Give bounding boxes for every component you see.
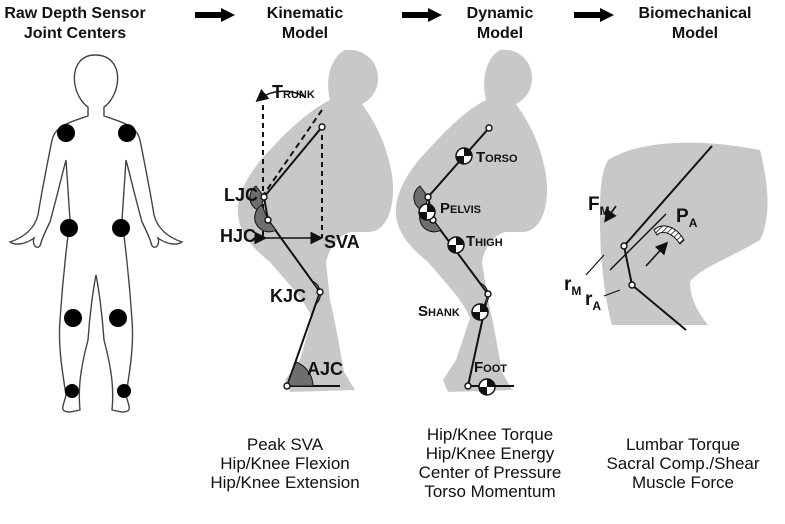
trunk-label: TRUNK <box>272 82 315 102</box>
kinematic-outputs: Peak SVA Hip/Knee Flexion Hip/Knee Exten… <box>200 435 370 492</box>
joint-center-knee-left <box>64 309 82 327</box>
joint-center-hip-left <box>60 219 78 237</box>
shank-com-icon <box>471 303 489 321</box>
ajc-angle <box>286 361 314 387</box>
muscle-line-of-action <box>609 213 667 271</box>
flow-arrow-icon <box>402 8 442 22</box>
dynamic-outputs: Hip/Knee Torque Hip/Knee Energy Center o… <box>400 425 580 501</box>
header-line: Model <box>476 25 524 42</box>
output-item: Peak SVA <box>246 435 324 454</box>
output-item: Hip/Knee Torque <box>426 425 554 444</box>
abdominal-pressure-label: PA <box>676 206 698 230</box>
biomechanical-outputs: Lumbar Torque Sacral Comp./Shear Muscle … <box>598 435 768 492</box>
output-item: Torso Momentum <box>424 482 556 501</box>
output-item: Lumbar Torque <box>625 435 741 454</box>
trunk-rotation-arrow <box>255 88 306 103</box>
sacrum-segment-line <box>623 245 633 286</box>
body-outline-figure <box>8 54 184 413</box>
header-line: Kinematic <box>266 5 344 22</box>
abdominal-pressure-hatch <box>653 225 685 245</box>
hjc-label: HJC <box>220 226 256 246</box>
dynamic-silhouette <box>395 49 548 392</box>
shank-label: SHANK <box>418 303 460 320</box>
joint-center-shoulder-left <box>57 124 75 142</box>
center-of-mass-markers <box>418 147 496 396</box>
ajc-label: AJC <box>307 359 343 379</box>
muscle-force-arrow <box>604 205 617 223</box>
output-item: Center of Pressure <box>418 463 562 482</box>
joint-center-ankle-left <box>65 384 79 398</box>
trunk-reference-dashed-line <box>261 109 323 198</box>
moment-arm-rm-line <box>585 254 605 276</box>
moment-arm-ra-label: rA <box>585 289 601 313</box>
thigh-com-icon <box>447 236 465 254</box>
joint-center-markers <box>57 124 136 398</box>
output-item: Hip/Knee Extension <box>210 473 360 492</box>
header-line: Joint Centers <box>23 25 127 42</box>
output-item: Hip/Knee Flexion <box>220 454 350 473</box>
spine-segment-line <box>623 145 713 247</box>
output-item: Muscle Force <box>631 473 735 492</box>
thigh-label: THIGH <box>466 233 503 250</box>
output-item: Hip/Knee Energy <box>425 444 555 463</box>
muscle-force-label: FM <box>588 194 610 218</box>
output-item: Sacral Comp./Shear <box>606 454 760 473</box>
flow-arrow-icon <box>574 8 614 22</box>
joint-center-ankle-right <box>117 384 131 398</box>
header-line: Dynamic <box>466 5 534 22</box>
moment-arm-rm-label: rM <box>564 274 581 298</box>
moment-arm-ra-line <box>603 289 621 297</box>
header-raw-depth-sensor: Raw Depth Sensor Joint Centers <box>0 4 150 44</box>
header-line: Model <box>671 25 719 42</box>
trunk-segment <box>263 126 323 198</box>
header-line: Model <box>281 25 329 42</box>
header-line: Raw Depth Sensor <box>4 5 146 22</box>
torso-label: TORSO <box>476 149 518 166</box>
header-biomechanical-model: Biomechanical Model <box>620 4 770 44</box>
biomechanical-lines <box>585 145 713 331</box>
kinematic-joint-nodes <box>260 123 326 390</box>
header-line: Biomechanical <box>638 5 752 22</box>
pelvis-segment <box>263 196 269 221</box>
joint-center-hip-right <box>112 219 130 237</box>
pelvis-com-icon <box>418 203 436 221</box>
biomechanical-silhouette <box>600 142 768 325</box>
torso-com-icon <box>455 147 473 165</box>
flow-arrow-icon <box>195 8 235 22</box>
sva-label: SVA <box>324 232 360 252</box>
foot-label: FOOT <box>474 359 507 376</box>
pelvis-thigh-line <box>631 284 687 331</box>
pelvis-label: PELVIS <box>440 200 481 217</box>
header-kinematic-model: Kinematic Model <box>240 4 370 44</box>
kinematic-silhouette <box>237 49 394 392</box>
foot-com-icon <box>478 378 496 396</box>
abdominal-pressure-arrow <box>645 241 669 267</box>
joint-center-knee-right <box>109 309 127 327</box>
biomechanical-joint-nodes <box>620 242 636 289</box>
header-dynamic-model: Dynamic Model <box>450 4 550 44</box>
ljc-label: LJC <box>224 185 258 205</box>
kjc-label: KJC <box>270 286 306 306</box>
joint-center-shoulder-right <box>118 124 136 142</box>
